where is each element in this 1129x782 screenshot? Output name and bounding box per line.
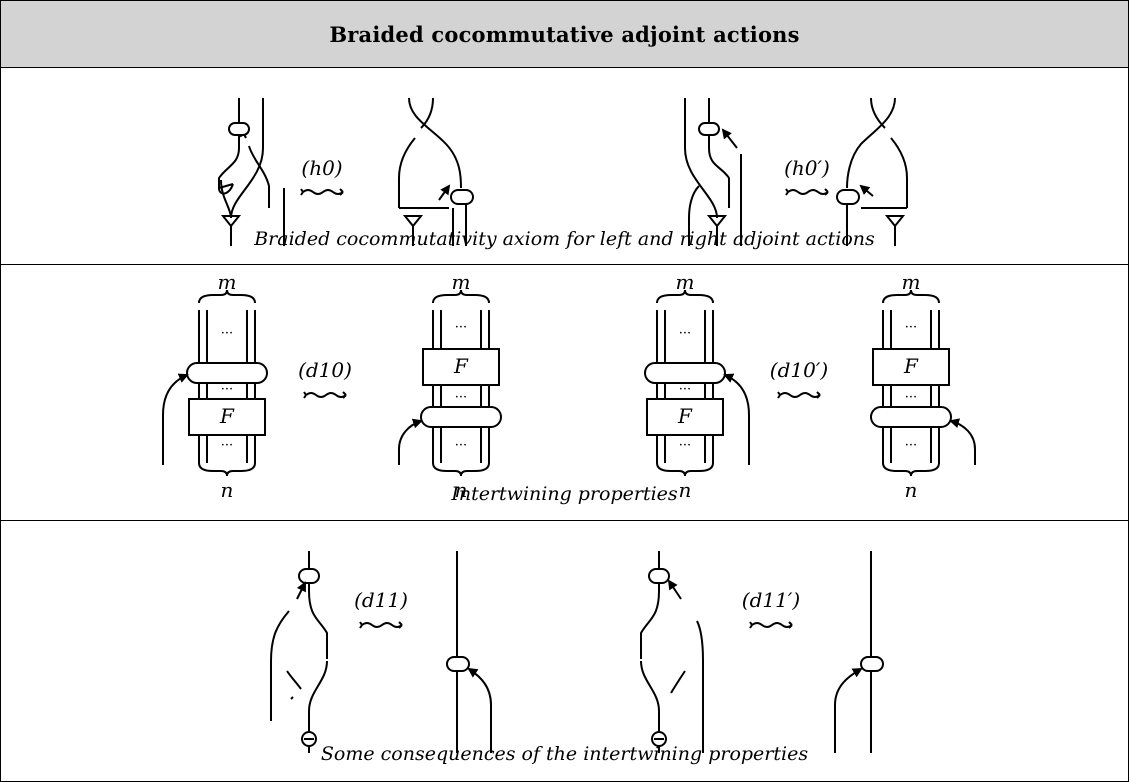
caption-cocommutativity: Braided cocommutativity axiom for left a… [254, 228, 875, 250]
index-m: m [218, 270, 237, 294]
diagram-d10p-rhs: m ··· F ··· ··· n [870, 270, 976, 502]
relation-label-d10p: (d10′) [770, 358, 828, 382]
svg-text:···: ··· [679, 382, 691, 397]
relation-label-h0: (h0) [301, 156, 342, 180]
row-cocommutativity: (h0) [1, 68, 1128, 265]
row-intertwining: m ··· ··· F ··· n (d10) m [1, 265, 1128, 521]
svg-text:F: F [677, 404, 693, 428]
relation-label-h0p: (h0′) [784, 156, 830, 180]
table-title: Braided cocommutative adjoint actions [329, 21, 800, 47]
svg-text:···: ··· [905, 320, 917, 335]
table-header: Braided cocommutative adjoint actions [1, 1, 1128, 68]
diagram-d10-rhs: m ··· F ··· ··· n [398, 270, 502, 502]
svg-text:F: F [903, 354, 919, 378]
diagram-d11p-rhs [834, 551, 884, 753]
svg-text:···: ··· [679, 326, 691, 341]
svg-text:n: n [679, 478, 692, 502]
svg-text:F: F [453, 354, 469, 378]
squiggle-arrow-h0p [785, 188, 829, 196]
relation-label-d11p: (d11′) [742, 588, 800, 612]
diagram-d11p-lhs [640, 551, 704, 753]
diagram-d11-rhs [446, 551, 492, 753]
diagram-d10-lhs: m ··· ··· F ··· n [162, 270, 268, 502]
svg-text:···: ··· [905, 438, 917, 453]
caption-intertwining: Intertwining properties [451, 483, 678, 505]
squiggle-arrow-h0 [300, 188, 344, 196]
squiggle-arrow-d11p [749, 621, 793, 629]
index-n: n [221, 478, 234, 502]
svg-text:n: n [905, 478, 918, 502]
svg-text:···: ··· [221, 382, 233, 397]
svg-text:···: ··· [221, 438, 233, 453]
svg-text:n: n [455, 478, 468, 502]
diagram-h0-rhs [398, 97, 474, 246]
svg-text:···: ··· [679, 438, 691, 453]
svg-text:···: ··· [221, 326, 233, 341]
consequence-diagrams: (d11) (d11′) [270, 551, 884, 753]
diagram-h0-lhs [218, 98, 285, 246]
row-consequences: (d11) (d11′) [1, 521, 1128, 781]
squiggle-arrow-d10 [303, 391, 347, 399]
box-F: F [219, 404, 235, 428]
diagram-d10p-lhs: m ··· ··· F ··· n [644, 270, 750, 502]
intertwining-diagrams: m ··· ··· F ··· n (d10) m [162, 270, 976, 502]
svg-text:m: m [452, 270, 471, 294]
relation-label-d10: (d10) [298, 358, 352, 382]
diagram-h0p-rhs [836, 97, 908, 246]
cocommutativity-diagrams: (h0) [218, 97, 908, 246]
svg-text:m: m [902, 270, 921, 294]
diagram-d11-lhs [270, 551, 328, 753]
squiggle-arrow-d10p [777, 391, 821, 399]
relation-label-d11: (d11) [354, 588, 408, 612]
squiggle-arrow-d11 [359, 621, 403, 629]
svg-text:···: ··· [905, 390, 917, 405]
svg-text:m: m [676, 270, 695, 294]
svg-text:···: ··· [455, 390, 467, 405]
caption-consequences: Some consequences of the intertwining pr… [320, 743, 809, 765]
svg-text:···: ··· [455, 438, 467, 453]
svg-text:···: ··· [455, 320, 467, 335]
diagram-h0p-lhs [684, 98, 742, 246]
